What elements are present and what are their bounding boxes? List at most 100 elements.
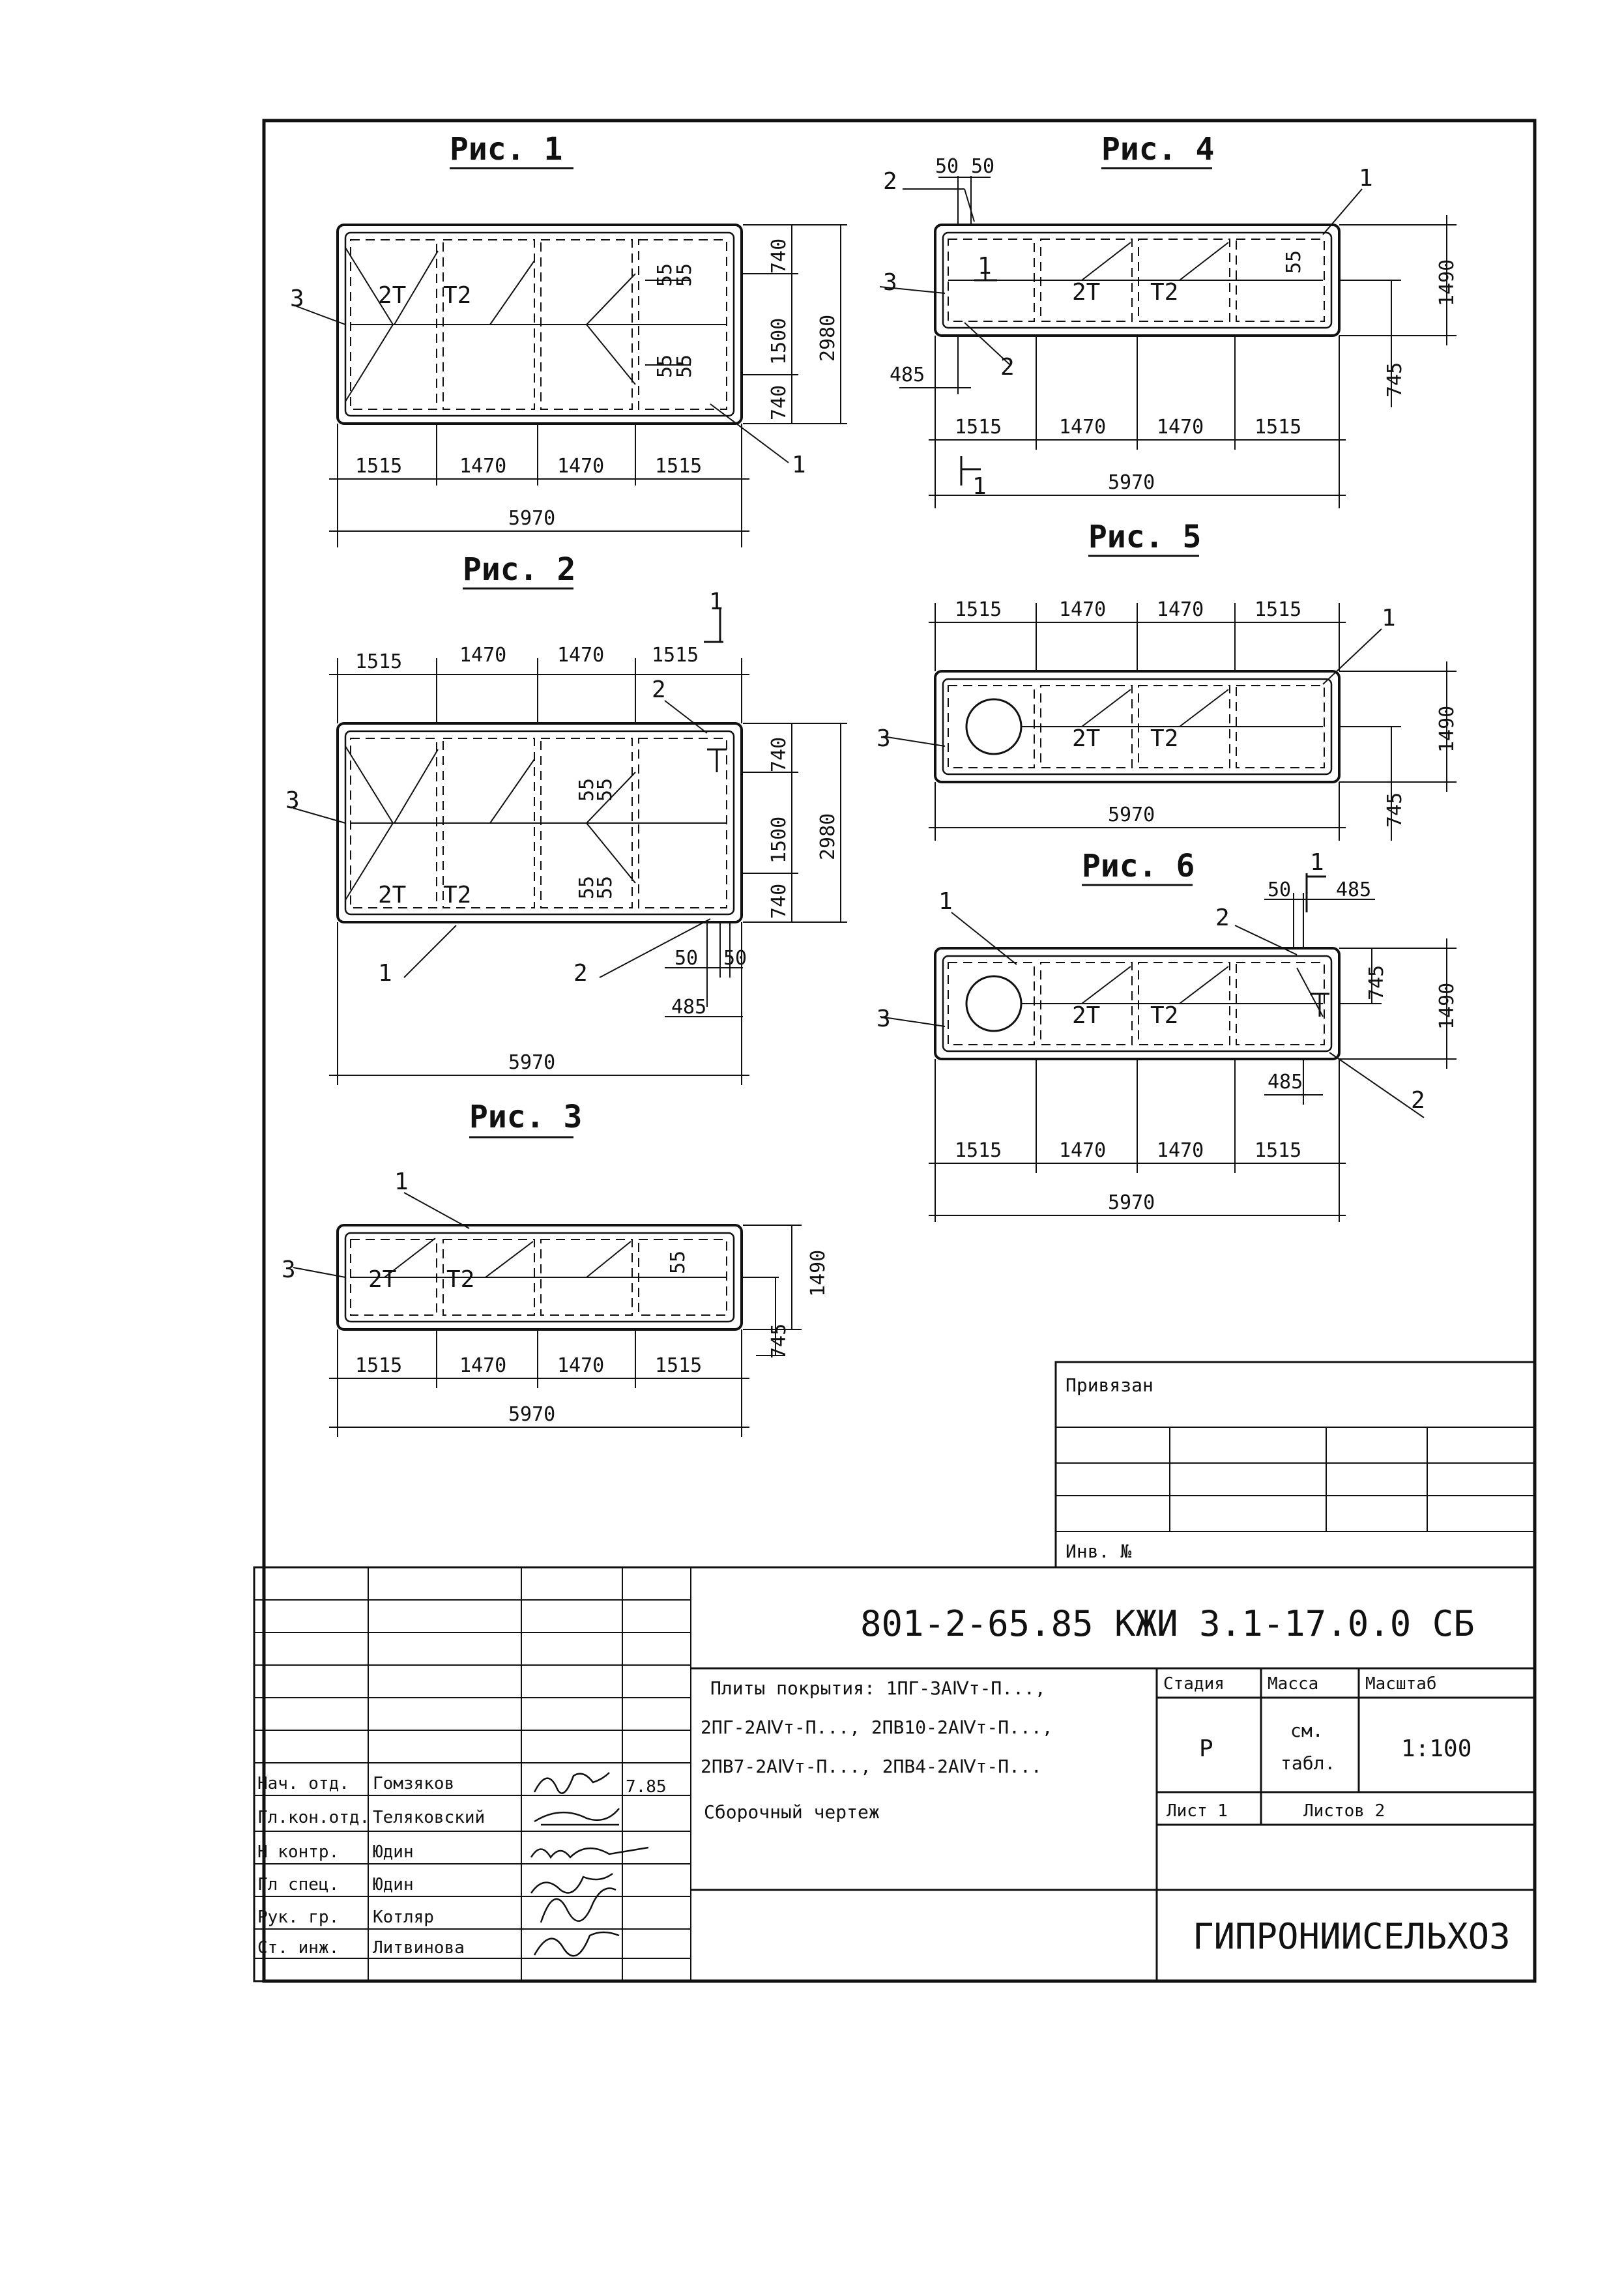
fig3-callout-3: 3 — [282, 1256, 296, 1283]
fig6-dim-485a: 485 — [1336, 878, 1371, 901]
fig1-dim-b3: 1470 — [557, 455, 604, 478]
title-name-3: 2ПВ7-2АⅣт-П..., 2ПВ4-2АⅣт-П... — [701, 1756, 1042, 1777]
fig2-dim-50b: 50 — [723, 947, 747, 970]
fig1-dim-r2: 1500 — [768, 318, 790, 365]
fig6-label-t2: Т2 — [1150, 1002, 1178, 1029]
fig4-section: 1 — [972, 473, 987, 500]
fig6-section: 1 — [1310, 849, 1324, 876]
fig2-dim-total: 5970 — [508, 1051, 555, 1074]
stamp-inv: Инв. № — [1066, 1541, 1131, 1562]
title-sheets: Листов 2 — [1303, 1801, 1385, 1821]
fig4-dim-half: 745 — [1384, 362, 1406, 398]
fig5-dim-half: 745 — [1384, 792, 1406, 828]
fig4-label-2t: 2Т — [1072, 279, 1100, 306]
figure-5: Рис. 5 3 1 2Т Т2 1515 1470 1470 1515 149… — [877, 519, 1458, 841]
fig6-callout-2b: 2 — [1411, 1087, 1425, 1114]
fig4-dim-height: 1490 — [1436, 259, 1458, 306]
title-name-1: Плиты покрытия: 1ПГ-3АⅣт-П..., — [710, 1677, 1046, 1699]
fig1-dim-b4: 1515 — [655, 455, 702, 478]
role-6: Ст. инж. — [257, 1938, 339, 1958]
title-name-2: 2ПГ-2АⅣт-П..., 2ПВ10-2АⅣт-П..., — [701, 1717, 1053, 1738]
fig2-callout-2b: 2 — [573, 960, 588, 987]
fig4-callout-3: 3 — [883, 269, 897, 296]
name-3: Юдин — [373, 1842, 414, 1862]
fig1-callout-1: 1 — [792, 452, 806, 478]
fig3-dim-55: 55 — [667, 1251, 689, 1274]
fig5-label-t2: Т2 — [1150, 725, 1178, 752]
fig2-dim-t2: 1470 — [459, 644, 506, 667]
fig6-hole — [965, 975, 1022, 1032]
fig4-dim-50a: 50 — [935, 155, 959, 178]
fig3-dim-height: 1490 — [807, 1250, 830, 1297]
fig4-dim-485: 485 — [890, 364, 925, 386]
fig5-dim-t3: 1470 — [1157, 598, 1204, 621]
fig5-dim-t4: 1515 — [1254, 598, 1301, 621]
figure-1: Рис. 1 3 1 2Т Т2 55 55 55 55 740 1500 74… — [290, 131, 847, 547]
role-4: Гл спец. — [257, 1875, 339, 1894]
fig5-dim-total: 5970 — [1108, 804, 1155, 826]
fig2-dim-r3: 740 — [768, 884, 790, 919]
fig2-dim-t1: 1515 — [355, 650, 402, 673]
name-5: Котляр — [373, 1908, 434, 1927]
value-mass-1: см. — [1290, 1720, 1324, 1741]
fig2-dim-55d: 55 — [594, 876, 616, 899]
fig6-label-2t: 2Т — [1072, 1002, 1100, 1029]
figure-4: Рис. 4 3 2 2 1 1 2Т Т2 55 50 50 485 1490… — [879, 131, 1458, 508]
fig6-title: Рис. 6 — [1082, 848, 1195, 884]
fig5-title: Рис. 5 — [1088, 519, 1201, 555]
value-mass-2: табл. — [1281, 1752, 1335, 1774]
fig4-callout-2a: 2 — [883, 168, 897, 195]
stamp-privyazan: Привязан — [1066, 1374, 1153, 1396]
title-sheet: Лист 1 — [1167, 1801, 1228, 1821]
title-org: ГИПРОНИИСЕЛЬХОЗ — [1193, 1916, 1511, 1957]
fig2-dim-50a: 50 — [674, 947, 698, 970]
fig3-label-t2: Т2 — [446, 1266, 474, 1293]
role-5: Рук. гр. — [257, 1908, 339, 1927]
fig4-label-1: 1 — [978, 253, 992, 280]
header-scale: Масштаб — [1365, 1674, 1437, 1694]
fig2-dim-55b: 55 — [594, 778, 616, 802]
fig1-dim-b2: 1470 — [459, 455, 506, 478]
name-6: Литвинова — [373, 1938, 465, 1958]
fig6-dim-745: 745 — [1365, 965, 1388, 1000]
name-2: Теляковский — [373, 1808, 485, 1827]
fig2-dim-r2: 1500 — [768, 817, 790, 863]
fig1-title: Рис. 1 — [450, 131, 562, 167]
signatures — [530, 1772, 649, 1957]
fig4-dim-b2: 1470 — [1059, 416, 1106, 439]
fig4-dim-b1: 1515 — [955, 416, 1002, 439]
fig2-callout-1: 1 — [378, 960, 392, 987]
fig6-dim-b3: 1470 — [1157, 1139, 1204, 1162]
fig5-callout-3: 3 — [877, 725, 891, 752]
fig1-dim-b1: 1515 — [355, 455, 402, 478]
fig5-dim-height: 1490 — [1436, 706, 1458, 753]
figure-3: Рис. 3 3 1 2Т Т2 55 1490 745 1515 1470 1… — [282, 1099, 830, 1437]
fig6-dim-total: 5970 — [1108, 1191, 1155, 1214]
fig5-dim-t2: 1470 — [1059, 598, 1106, 621]
fig4-callout-2b: 2 — [1000, 354, 1015, 381]
role-2: Гл.кон.отд. — [257, 1808, 370, 1827]
value-stage: Р — [1199, 1735, 1213, 1762]
fig2-dim-height: 2980 — [817, 813, 839, 860]
figure-2: Рис. 2 3 1 2 2 2Т Т2 55 55 55 55 1 1515 … — [285, 551, 847, 1085]
fig2-dim-55c: 55 — [575, 876, 598, 899]
fig4-dim-50b: 50 — [971, 155, 994, 178]
fig6-callout-2a: 2 — [1215, 905, 1230, 931]
fig3-dim-b3: 1470 — [557, 1354, 604, 1377]
fig3-label-2t: 2Т — [368, 1266, 396, 1293]
fig6-dim-50: 50 — [1268, 878, 1291, 901]
fig3-dim-b1: 1515 — [355, 1354, 402, 1377]
fig4-dim-55: 55 — [1283, 250, 1305, 274]
fig2-dim-485: 485 — [671, 996, 706, 1019]
fig3-title: Рис. 3 — [469, 1099, 582, 1135]
fig2-label-2t: 2Т — [378, 882, 406, 908]
fig3-dim-b4: 1515 — [655, 1354, 702, 1377]
fig6-callout-3: 3 — [877, 1006, 891, 1032]
fig3-dim-total: 5970 — [508, 1403, 555, 1426]
fig2-dim-r1: 740 — [768, 737, 790, 772]
fig1-dim-height: 2980 — [817, 315, 839, 362]
role-3: Н контр. — [257, 1842, 339, 1862]
value-scale: 1:100 — [1401, 1735, 1472, 1762]
fig1-label-2t: 2Т — [378, 282, 406, 309]
